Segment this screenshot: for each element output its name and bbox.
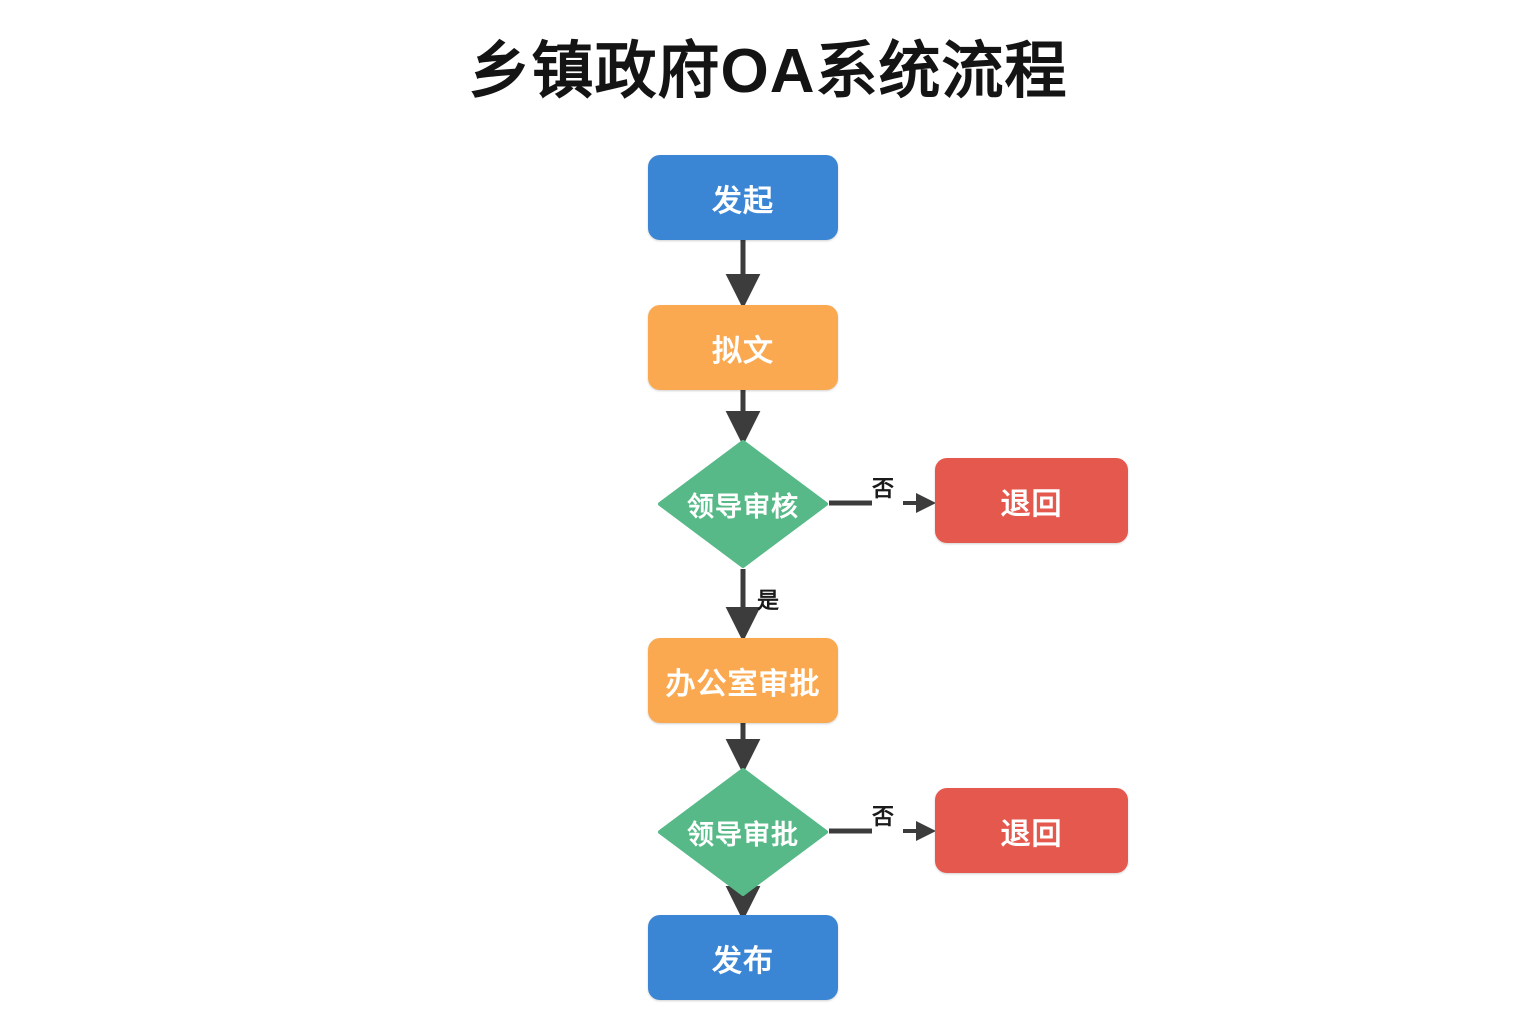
- node-publish-label: 发布: [712, 944, 774, 978]
- node-publish[interactable]: 发布: [648, 915, 838, 1000]
- diagram-title: 乡镇政府OA系统流程: [468, 37, 1068, 106]
- node-start-label: 发起: [712, 184, 774, 218]
- node-office-approval-label: 办公室审批: [665, 667, 821, 701]
- edge-label-approve-no: 否: [872, 804, 895, 829]
- edge-label-review-no: 否: [872, 476, 895, 501]
- edge-label-review-yes: 是: [757, 588, 780, 613]
- node-office-approval[interactable]: 办公室审批: [648, 638, 838, 723]
- diamond-shape-review: [658, 440, 828, 568]
- node-reject-approve-label: 退回: [1000, 817, 1063, 851]
- node-start[interactable]: 发起: [648, 155, 838, 240]
- node-reject-review-label: 退回: [1000, 487, 1063, 521]
- node-draft[interactable]: 拟文: [648, 305, 838, 390]
- node-reject-review[interactable]: 退回: [935, 458, 1128, 543]
- node-review-decision[interactable]: 领导审核: [658, 440, 828, 568]
- node-draft-label: 拟文: [712, 334, 774, 368]
- diamond-shape-approve: [658, 768, 828, 896]
- node-reject-approve[interactable]: 退回: [935, 788, 1128, 873]
- node-approve-decision[interactable]: 领导审批: [658, 768, 828, 896]
